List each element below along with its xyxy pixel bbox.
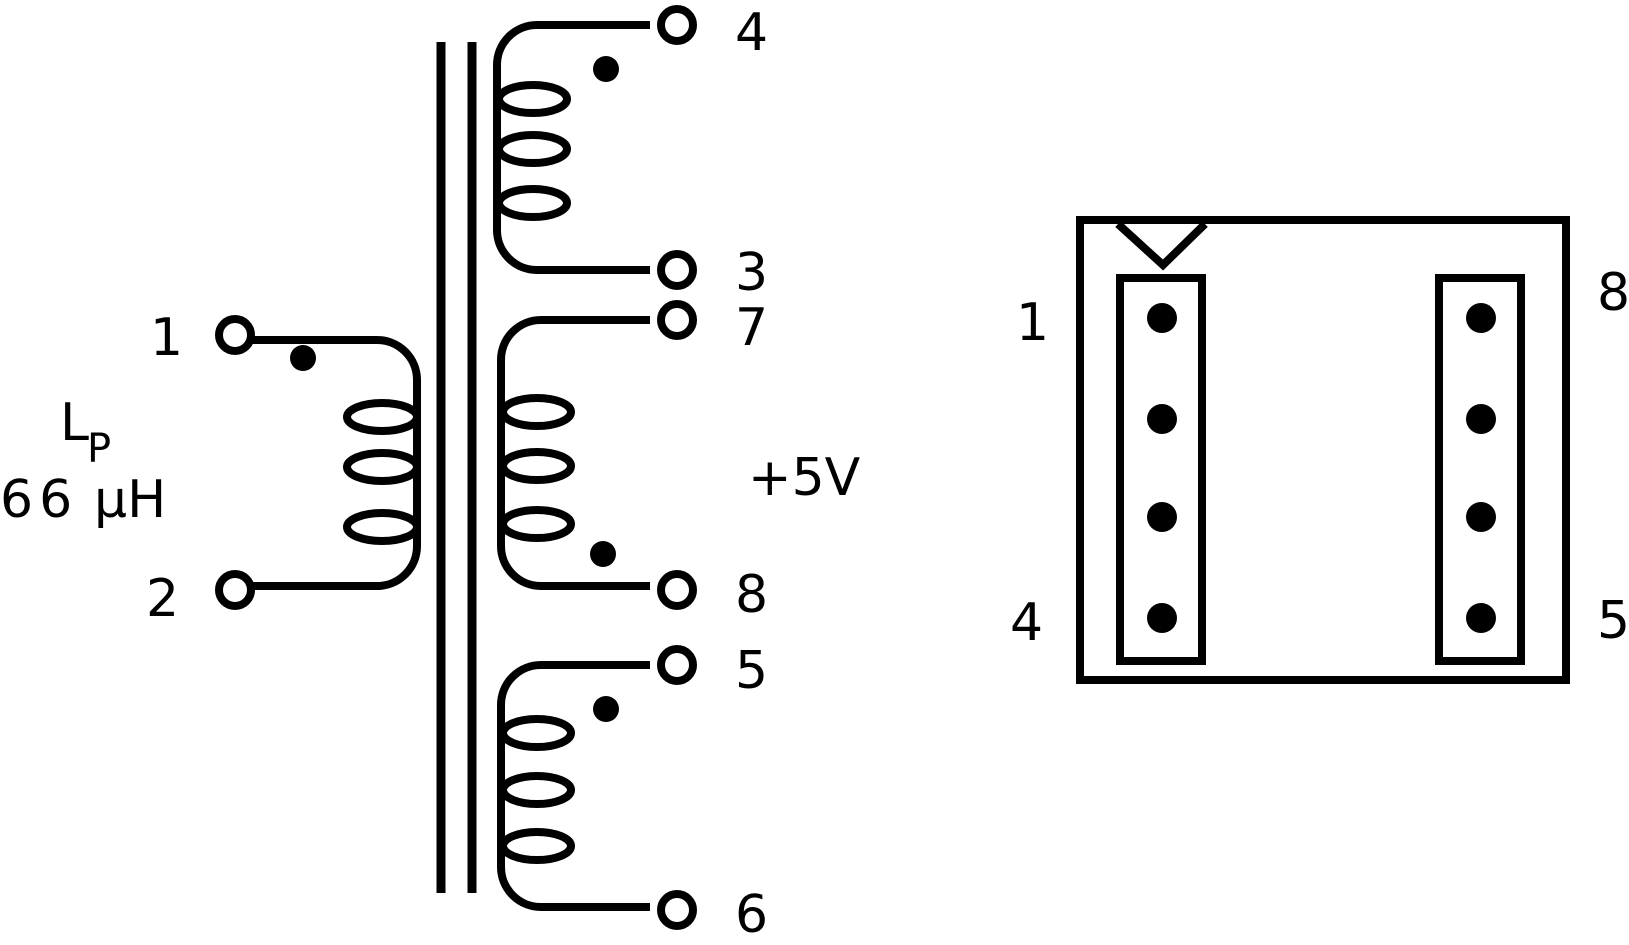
secondary-bottom-polarity-dot [593,696,619,722]
package-pin-2 [1147,404,1177,434]
terminal-1 [215,315,255,355]
label-pin-4: 4 [735,3,768,63]
label-pin-5: 5 [735,641,768,701]
terminal-7 [657,300,697,340]
right-pin-row [1435,274,1525,665]
secondary-bottom-winding [497,645,697,930]
package-label-5: 5 [1597,591,1629,651]
label-pin-3: 3 [735,243,768,303]
inductance-value: 66 [0,470,78,530]
primary-pin-top-label: 1 [150,308,183,368]
package-label-1: 1 [1016,293,1049,353]
transformer-core [436,42,477,893]
secondary-top-winding [493,5,697,290]
package-label-4: 4 [1010,593,1043,653]
terminal-6 [657,890,697,930]
terminal-4 [657,5,697,45]
secondary-middle-winding [497,300,697,610]
label-pin-7: 7 [735,298,768,358]
primary-winding [215,315,421,610]
terminal-2 [215,570,255,610]
package-outline [1076,216,1570,684]
package-pin-4 [1147,603,1177,633]
inductance-symbol: L [60,393,89,453]
left-pin-row [1116,274,1206,665]
package-pins [1147,303,1496,633]
inductance-unit: μH [94,470,166,530]
package-label-8: 8 [1597,263,1629,323]
supply-voltage-label: +5V [748,448,861,508]
label-pin-8: 8 [735,565,768,625]
terminal-8 [657,570,697,610]
primary-polarity-dot [290,345,316,371]
secondary-middle-polarity-dot [590,541,616,567]
package-pin-8 [1466,303,1496,333]
package-pin-3 [1147,502,1177,532]
label-pin-6: 6 [735,885,768,940]
terminal-3 [657,250,697,290]
secondary-top-polarity-dot [593,56,619,82]
package-pin-5 [1466,603,1496,633]
package-pin-6 [1466,502,1496,532]
package-pin-1 [1147,303,1177,333]
terminal-5 [657,645,697,685]
primary-pin-bottom-label: 2 [146,569,179,629]
package-pin-7 [1466,404,1496,434]
inductance-subscript: P [87,426,111,472]
